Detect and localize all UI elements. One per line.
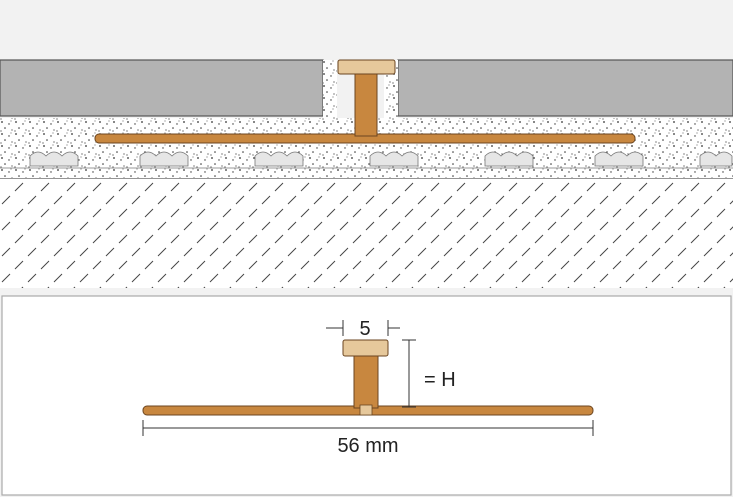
width-dimension (326, 320, 400, 336)
profile-detail-panel: 5 = H 56 mm (1, 295, 732, 496)
tile-right (397, 59, 733, 117)
profile-top-cap (342, 339, 389, 357)
cross-section-view (0, 59, 733, 288)
tile-left (0, 59, 324, 117)
length-dimension (142, 420, 594, 436)
membrane-ridges (29, 151, 733, 167)
profile-web (354, 71, 378, 137)
concrete-hatch (0, 178, 733, 288)
height-dimension (402, 339, 416, 408)
height-dimension-label: = H (424, 369, 456, 391)
profile-vertical (353, 351, 379, 409)
profile-cap (337, 59, 396, 75)
width-dimension-label: 5 (359, 318, 370, 340)
length-dimension-label: 56 mm (337, 435, 398, 457)
